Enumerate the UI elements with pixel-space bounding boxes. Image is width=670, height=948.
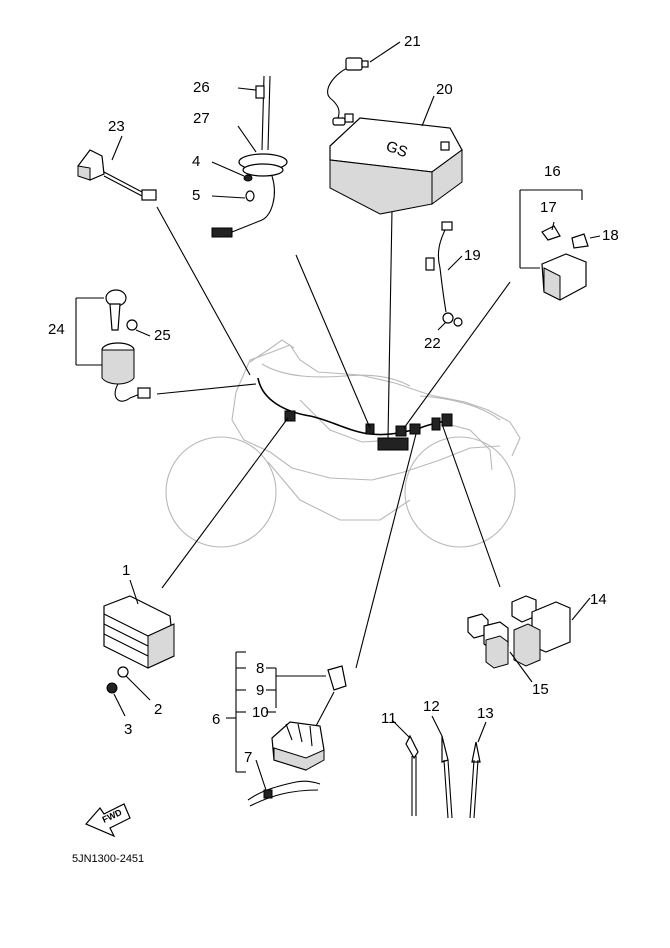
callout-22: 22 xyxy=(424,335,441,352)
callout-18: 18 xyxy=(602,227,619,244)
part-6-fuse-box xyxy=(226,651,347,807)
part-14-15-relay-units xyxy=(467,595,591,683)
callout-23: 23 xyxy=(108,118,125,135)
motorcycle-outline xyxy=(165,339,521,548)
callout-26: 26 xyxy=(193,79,210,96)
callout-13: 13 xyxy=(477,705,494,722)
callout-27: 27 xyxy=(193,110,210,127)
fwd-arrow-icon: FWD xyxy=(85,803,131,838)
callout-24: 24 xyxy=(48,321,65,338)
part-24-main-switch xyxy=(75,289,151,402)
callout-3: 3 xyxy=(124,721,132,738)
leader-lines xyxy=(156,206,511,669)
part-1-rectifier xyxy=(103,579,175,717)
callout-4: 4 xyxy=(192,153,200,170)
callout-17: 17 xyxy=(540,199,557,216)
callout-20: 20 xyxy=(436,81,453,98)
callout-8: 8 xyxy=(256,660,264,677)
part-20-battery: GS xyxy=(329,95,463,215)
callout-7: 7 xyxy=(244,749,252,766)
callout-6: 6 xyxy=(212,711,220,728)
callout-16: 16 xyxy=(544,163,561,180)
callout-9: 9 xyxy=(256,682,264,699)
callout-14: 14 xyxy=(590,591,607,608)
part-23-sensor xyxy=(77,135,157,201)
callout-25: 25 xyxy=(154,327,171,344)
callout-10: 10 xyxy=(252,704,269,721)
part-11-13-cable-bands xyxy=(391,715,487,819)
callout-15: 15 xyxy=(532,681,549,698)
part-19-earth-lead xyxy=(425,221,463,331)
callout-12: 12 xyxy=(423,698,440,715)
callout-21: 21 xyxy=(404,33,421,50)
callout-5: 5 xyxy=(192,187,200,204)
part-26-27-sender-unit xyxy=(211,75,288,238)
part-16-relay xyxy=(519,189,601,301)
diagram-code: 5JN1300-2451 xyxy=(72,853,144,865)
callout-11: 11 xyxy=(381,710,397,727)
part-21-connector-lead xyxy=(327,41,401,126)
wire-harness xyxy=(257,377,453,451)
battery-brand-label: GS xyxy=(384,138,410,161)
callout-labels: 21 20 26 27 4 5 23 16 17 18 19 22 24 25 … xyxy=(48,33,619,766)
callout-2: 2 xyxy=(154,701,162,718)
callout-19: 19 xyxy=(464,247,481,264)
callout-1: 1 xyxy=(122,562,130,579)
